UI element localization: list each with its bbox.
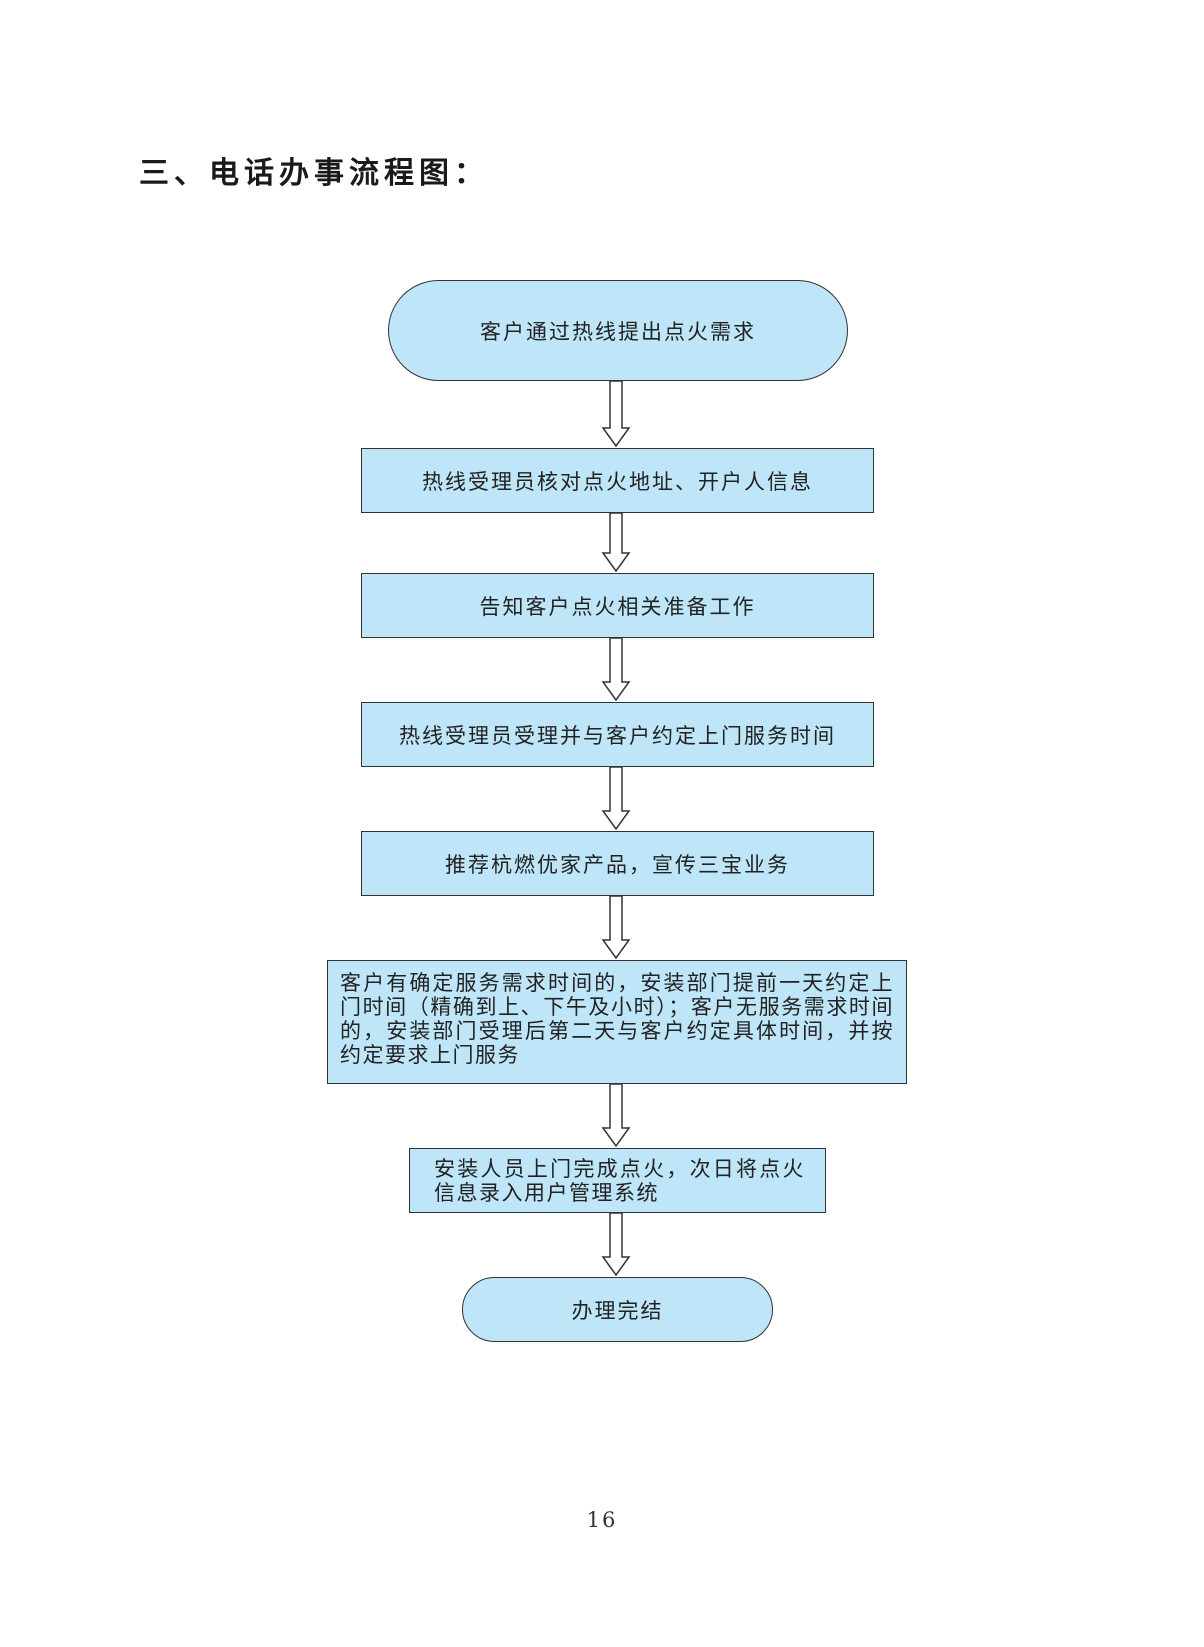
flow-arrow-7: [601, 1212, 631, 1277]
flow-arrow-5: [601, 895, 631, 960]
flow-arrow-1: [601, 380, 631, 448]
flow-arrow-2: [601, 512, 631, 573]
flow-step-2: 告知客户点火相关准备工作: [361, 573, 874, 638]
flow-step-4: 推荐杭燃优家产品，宣传三宝业务: [361, 831, 874, 896]
flow-end-node: 办理完结: [462, 1277, 773, 1342]
flow-arrow-3: [601, 637, 631, 702]
flow-start-node: 客户通过热线提出点火需求: [388, 280, 848, 381]
page-title: 三、电话办事流程图：: [139, 156, 489, 191]
page-number: 16: [586, 1508, 618, 1532]
flow-step-3: 热线受理员受理并与客户约定上门服务时间: [361, 702, 874, 767]
flow-step-1: 热线受理员核对点火地址、开户人信息: [361, 448, 874, 513]
flow-step-6: 安装人员上门完成点火，次日将点火信息录入用户管理系统: [409, 1148, 826, 1213]
flow-arrow-4: [601, 766, 631, 831]
flow-arrow-6: [601, 1083, 631, 1148]
flow-step-5: 客户有确定服务需求时间的，安装部门提前一天约定上门时间（精确到上、下午及小时）；…: [327, 960, 907, 1084]
